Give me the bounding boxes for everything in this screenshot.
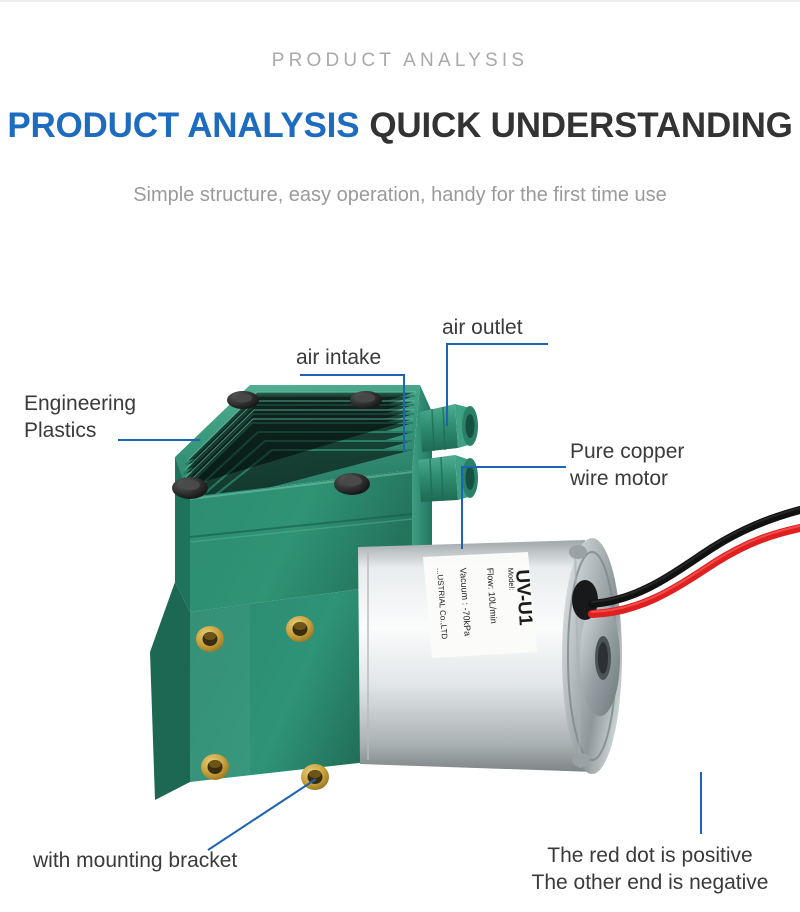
leader-polarity-vertical — [700, 772, 702, 834]
annotation-air-intake: air intake — [296, 346, 382, 369]
page-subtitle: Simple structure, easy operation, handy … — [133, 184, 667, 206]
head-screws — [172, 391, 382, 499]
annotation-polarity: The red dot is positive The other end is… — [520, 842, 780, 897]
motor: UV-U1 Model: Flow: 10L/min Vacuum : -70k… — [358, 538, 622, 774]
leader-air-outlet-vertical — [446, 343, 448, 426]
svg-text:UV-U1: UV-U1 — [511, 569, 536, 627]
annotation-engineering-plastics: Engineering Plastics — [24, 390, 174, 445]
svg-text:Vacuum : -70kPa: Vacuum : -70kPa — [458, 567, 473, 636]
annotation-air-outlet: air outlet — [442, 316, 523, 339]
annotation-polarity-line1: The red dot is positive — [547, 844, 753, 867]
leader-air-intake-vertical — [403, 374, 405, 452]
motor-spec-label: UV-U1 Model: Flow: 10L/min Vacuum : -70k… — [423, 552, 537, 658]
mounting-bracket — [150, 552, 432, 800]
annotation-pure-copper-line1: Pure copper — [570, 440, 685, 463]
eyebrow-text: PRODUCT ANALYSIS — [271, 50, 529, 71]
page-title-blue: PRODUCT ANALYSIS — [7, 106, 360, 145]
annotation-engineering-plastics-line1: Engineering — [24, 392, 137, 415]
annotation-pure-copper-line2: wire motor — [570, 467, 669, 491]
leader-air-outlet-horizontal — [446, 343, 548, 345]
svg-text:Model:: Model: — [506, 568, 517, 591]
product-image: UV-U1 Model: Flow: 10L/min Vacuum : -70k… — [0, 252, 800, 912]
leader-copper-motor-vertical — [461, 466, 463, 549]
motor-wires — [588, 506, 800, 618]
page-title-dark: QUICK UNDERSTANDING — [369, 106, 793, 145]
brass-inserts — [196, 616, 329, 790]
annotation-engineering-plastics-line2: Plastics — [24, 419, 97, 443]
annotation-polarity-line2: The other end is negative — [531, 871, 769, 895]
annotation-pure-copper-wire-motor: Pure copper wire motor — [570, 438, 730, 493]
svg-text:Flow: 10L/min: Flow: 10L/min — [485, 567, 499, 624]
pump-head — [175, 385, 432, 612]
annotation-mounting-bracket: with mounting bracket — [33, 849, 238, 872]
leader-air-intake-horizontal — [300, 374, 405, 376]
leader-engineering-plastics — [118, 439, 200, 441]
leader-copper-motor-horizontal — [461, 466, 566, 468]
